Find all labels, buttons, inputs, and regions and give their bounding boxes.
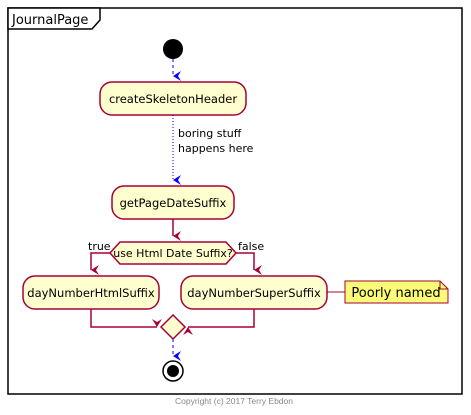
note-text: Poorly named xyxy=(351,286,440,301)
frame-title: JournalPage xyxy=(11,13,88,28)
copyright-footer: Copyright (c) 2017 Terry Ebdon xyxy=(175,396,293,406)
edge-super-to-merge xyxy=(183,309,255,335)
edge-decision-false xyxy=(236,252,262,275)
edge-html-to-merge xyxy=(90,309,162,328)
frame-border xyxy=(7,7,463,395)
merge-node xyxy=(159,313,187,341)
activity-day-number-html-suffix-label: dayNumberHtmlSuffix xyxy=(27,286,155,300)
edge-note-line1: boring stuff xyxy=(178,127,242,140)
edge-decision-true xyxy=(90,252,110,275)
note-fold xyxy=(439,281,448,290)
branch-true-label: true xyxy=(88,240,111,253)
activity-get-page-date-suffix-label: getPageDateSuffix xyxy=(120,196,227,210)
note-box xyxy=(344,280,449,304)
branch-false-label: false xyxy=(238,240,264,253)
activity-day-number-super-suffix-label: dayNumberSuperSuffix xyxy=(187,286,321,300)
frame-title-tab xyxy=(7,7,101,30)
decision-label: use Html Date Suffix? xyxy=(113,247,233,260)
start-node xyxy=(163,39,183,59)
edge-note-line2: happens here xyxy=(178,142,254,155)
activity-create-skeleton-header-label: createSkeletonHeader xyxy=(109,92,237,106)
end-node-inner xyxy=(167,365,179,377)
